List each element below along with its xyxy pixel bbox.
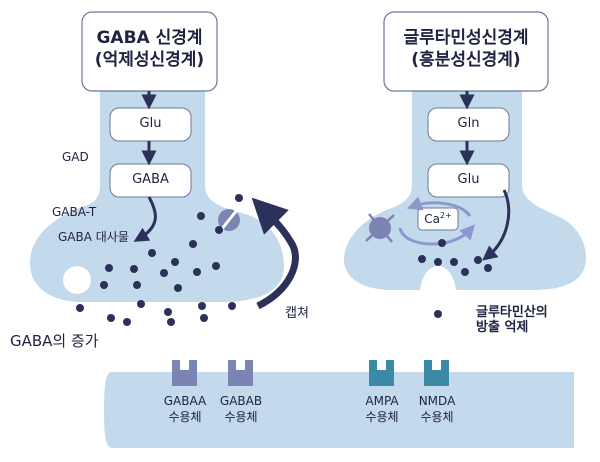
glutamate-system-title-line1: 글루타민성신경계 [403, 28, 529, 48]
gaba-b-receptor-name: GABAB [219, 394, 263, 408]
ampa-receptor-label: AMPA 수용체 [357, 393, 407, 425]
ampa-receptor-word: 수용체 [365, 410, 399, 425]
ampa-receptor-name: AMPA [365, 394, 399, 408]
release-inhibition-line1: 글루타민산의 [476, 305, 548, 320]
release-inhibition-label: 글루타민산의 방출 억제 [476, 305, 548, 336]
right-vesicle-opening [420, 266, 456, 298]
right-gln-label: Gln [457, 116, 480, 131]
left-glu-label: Glu [139, 116, 162, 131]
gaba-a-receptor [172, 360, 197, 386]
nmda-receptor-word: 수용체 [420, 410, 454, 425]
arrow-glu-to-release [482, 189, 511, 261]
gaba-increase-label: GABA의 증가 [10, 332, 99, 350]
calcium-sup: 2+ [439, 211, 452, 220]
gaba-system-title-line2: (억제성신경계) [94, 50, 205, 71]
reuptake-arrow [251, 197, 299, 310]
calcium-label: Ca2+ [418, 211, 458, 226]
right-glutamate-vesicles [418, 239, 492, 318]
gaba-b-receptor [228, 360, 253, 386]
nmda-receptor [424, 360, 449, 386]
postsynaptic-neuron [104, 372, 574, 448]
gaba-a-receptor-name: GABAA [163, 394, 207, 408]
blocked-channel-icon [218, 209, 240, 231]
calcium-cycle-arrow-bottom [398, 224, 476, 246]
arrow-gaba-to-metabolite [133, 196, 157, 242]
left-gaba-label: GABA [132, 172, 169, 187]
left-gaba-vesicles [100, 194, 243, 292]
gaba-a-receptor-word: 수용체 [168, 410, 202, 425]
reuptake-label: 캡쳐 [285, 306, 309, 321]
gaba-system-title-line1: GABA 신경계 [96, 28, 203, 48]
nmda-receptor-name: NMDA [418, 394, 456, 408]
gaba-b-receptor-label: GABAB 수용체 [216, 393, 266, 425]
calcium-cycle-arrow-top [406, 196, 472, 217]
gaba-system-title: GABA 신경계 (억제성신경계) [82, 27, 217, 71]
calcium-base: Ca [424, 212, 440, 226]
glutamate-system-title: 글루타민성신경계 (흥분성신경계) [384, 27, 548, 71]
gaba-b-receptor-word: 수용체 [224, 410, 258, 425]
glutamate-system-title-line2: (흥분성신경계) [411, 50, 521, 71]
gad-label: GAD [62, 150, 89, 164]
nmda-receptor-label: NMDA 수용체 [412, 393, 462, 425]
left-vesicle-opening [63, 266, 91, 294]
right-glu-label: Glu [457, 172, 480, 187]
gabat-label: GABA-T [52, 205, 97, 219]
no-sign-icon [365, 213, 395, 243]
release-inhibition-line2: 방출 억제 [476, 319, 529, 335]
left-gaba-released [76, 300, 236, 326]
metabolite-label: GABA 대사물 [58, 230, 129, 244]
calcium-box [417, 207, 459, 231]
ampa-receptor [369, 360, 394, 386]
gaba-a-receptor-label: GABAA 수용체 [160, 393, 210, 425]
